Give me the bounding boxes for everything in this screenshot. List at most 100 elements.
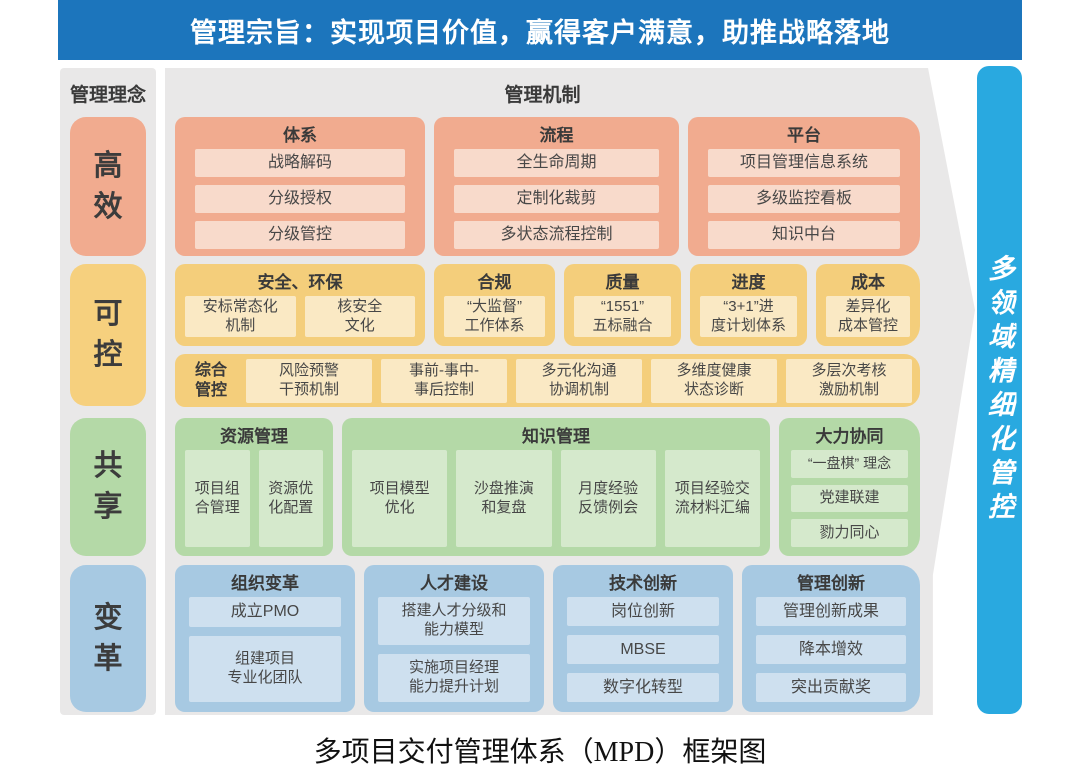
item-box: 全生命周期 — [454, 149, 659, 177]
item-box: 分级授权 — [195, 185, 405, 213]
left-concept-panel: 管理理念 高 效 可 控 共 享 变 革 — [60, 68, 156, 715]
group-title: 质量 — [605, 273, 640, 292]
group-mgmt-innovation: 管理创新 管理创新成果 降本增效 突出贡献奖 — [742, 565, 920, 712]
side-arrow-bar: 多领域精细化管控 — [977, 66, 1022, 714]
group-title: 管理创新 — [797, 574, 865, 593]
item-box: “1551” 五标融合 — [574, 296, 671, 337]
group-compliance: 合规 “大监督” 工作体系 — [434, 264, 555, 346]
group-title: 大力协同 — [815, 427, 884, 446]
item-box: 差异化 成本管控 — [826, 296, 910, 337]
item-box: 项目组 合管理 — [185, 450, 250, 547]
group-items: 管理创新成果 降本增效 突出贡献奖 — [742, 597, 920, 712]
row-change: 组织变革 成立PMO 组建项目 专业化团队 人才建设 搭建人才分级和 能力模型 … — [175, 565, 920, 712]
item-box: 党建联建 — [791, 484, 908, 513]
group-items: 全生命周期 定制化裁剪 多状态流程控制 — [434, 149, 679, 258]
item-box: 沙盘推演 和复盘 — [456, 450, 552, 547]
item-box: 岗位创新 — [567, 597, 719, 626]
item-box: MBSE — [567, 635, 719, 664]
group-title: 体系 — [283, 126, 317, 145]
item-box: 核安全 文化 — [304, 296, 415, 337]
item-box: 管理创新成果 — [756, 597, 906, 626]
item-box: 项目管理信息系统 — [708, 149, 900, 177]
group-title: 成本 — [851, 273, 885, 292]
concept-label-sharing: 共 享 — [70, 418, 146, 556]
group-safety-env: 安全、环保 安标常态化 机制 核安全 文化 — [175, 264, 425, 346]
item-box: 成立PMO — [189, 597, 341, 627]
group-org-change: 组织变革 成立PMO 组建项目 专业化团队 — [175, 565, 355, 712]
group-platform: 平台 项目管理信息系统 多级监控看板 知识中台 — [688, 117, 920, 256]
comprehensive-control-label: 综合 管控 — [194, 361, 227, 399]
group-items: 岗位创新 MBSE 数字化转型 — [553, 597, 733, 712]
group-system: 体系 战略解码 分级授权 分级管控 — [175, 117, 425, 256]
group-items: 差异化 成本管控 — [816, 296, 920, 346]
side-bar-label: 多领域精细化管控 — [984, 254, 1014, 526]
group-items: “大监督” 工作体系 — [434, 296, 555, 346]
group-items: 项目模型 优化 沙盘推演 和复盘 月度经验 反馈例会 项目经验交 流材料汇编 — [342, 450, 770, 556]
group-talent-dev: 人才建设 搭建人才分级和 能力模型 实施项目经理 能力提升计划 — [364, 565, 544, 712]
group-title: 技术创新 — [609, 574, 677, 593]
group-title: 平台 — [787, 126, 821, 145]
concept-label-controllable: 可 控 — [70, 264, 146, 406]
item-box: 定制化裁剪 — [454, 185, 659, 213]
group-items: “3+1”进 度计划体系 — [690, 296, 807, 346]
group-knowledge-mgmt: 知识管理 项目模型 优化 沙盘推演 和复盘 月度经验 反馈例会 项目经验交 流材… — [342, 418, 770, 556]
item-box: 分级管控 — [195, 221, 405, 249]
group-quality: 质量 “1551” 五标融合 — [564, 264, 681, 346]
item-box: 项目经验交 流材料汇编 — [664, 450, 760, 547]
item-box: 战略解码 — [195, 149, 405, 177]
item-box: 知识中台 — [708, 221, 900, 249]
group-title: 组织变革 — [231, 574, 299, 593]
group-tech-innovation: 技术创新 岗位创新 MBSE 数字化转型 — [553, 565, 733, 712]
group-items: 成立PMO 组建项目 专业化团队 — [175, 597, 355, 712]
item-box: 突出贡献奖 — [756, 673, 906, 702]
group-title: 流程 — [539, 126, 574, 145]
item-box: 多层次考核 激励机制 — [786, 358, 912, 403]
item-box: “大监督” 工作体系 — [444, 296, 545, 337]
group-items: 搭建人才分级和 能力模型 实施项目经理 能力提升计划 — [364, 597, 544, 712]
group-synergy: 大力协同 “一盘棋” 理念 党建联建 勠力同心 — [779, 418, 920, 556]
group-items: “1551” 五标融合 — [564, 296, 681, 346]
item-box: 多元化沟通 协调机制 — [516, 358, 642, 403]
item-box: 组建项目 专业化团队 — [189, 636, 341, 702]
group-process: 流程 全生命周期 定制化裁剪 多状态流程控制 — [434, 117, 679, 256]
group-title: 合规 — [477, 273, 512, 292]
group-cost: 成本 差异化 成本管控 — [816, 264, 920, 346]
group-items: 安标常态化 机制 核安全 文化 — [175, 296, 425, 346]
item-box: 事前-事中- 事后控制 — [381, 358, 507, 403]
group-resource-mgmt: 资源管理 项目组 合管理 资源优 化配置 — [175, 418, 333, 556]
item-box: 资源优 化配置 — [258, 450, 323, 547]
row-controllable: 安全、环保 安标常态化 机制 核安全 文化 合规 “大监督” 工作体系 质量 “… — [175, 264, 920, 346]
row-efficient: 体系 战略解码 分级授权 分级管控 流程 全生命周期 定制化裁剪 多状态流程控制… — [175, 117, 920, 256]
group-title: 进度 — [731, 273, 766, 292]
concept-label-change: 变 革 — [70, 565, 146, 712]
concept-label-efficient: 高 效 — [70, 117, 146, 256]
row-sharing: 资源管理 项目组 合管理 资源优 化配置 知识管理 项目模型 优化 沙盘推演 和… — [175, 418, 920, 556]
group-title: 安全、环保 — [257, 273, 343, 292]
group-items: “一盘棋” 理念 党建联建 勠力同心 — [779, 450, 920, 556]
item-box: 多维度健康 状态诊断 — [651, 358, 777, 403]
item-box: “3+1”进 度计划体系 — [700, 296, 797, 337]
group-title: 人才建设 — [420, 574, 488, 593]
item-box: 项目模型 优化 — [352, 450, 448, 547]
item-box: 安标常态化 机制 — [185, 296, 296, 337]
group-schedule: 进度 “3+1”进 度计划体系 — [690, 264, 807, 346]
group-items: 战略解码 分级授权 分级管控 — [175, 149, 425, 258]
item-box: “一盘棋” 理念 — [791, 450, 908, 478]
item-box: 实施项目经理 能力提升计划 — [378, 654, 530, 702]
item-box: 多级监控看板 — [708, 185, 900, 213]
item-box: 数字化转型 — [567, 673, 719, 702]
main-mechanism-panel: 管理机制 体系 战略解码 分级授权 分级管控 流程 全生命周期 定制化裁剪 多状… — [165, 68, 975, 715]
item-box: 月度经验 反馈例会 — [560, 450, 656, 547]
banner: 管理宗旨：实现项目价值，赢得客户满意，助推战略落地 — [58, 0, 1022, 60]
row-comprehensive-control: 综合 管控 风险预警 干预机制 事前-事中- 事后控制 多元化沟通 协调机制 多… — [175, 354, 920, 407]
main-panel-header: 管理机制 — [504, 85, 581, 106]
group-title: 资源管理 — [220, 427, 288, 446]
diagram-caption: 多项目交付管理体系（MPD）框架图 — [313, 737, 767, 768]
item-box: 多状态流程控制 — [454, 221, 659, 249]
comprehensive-control-panel: 综合 管控 风险预警 干预机制 事前-事中- 事后控制 多元化沟通 协调机制 多… — [175, 354, 920, 407]
group-title: 知识管理 — [522, 427, 590, 446]
item-box: 搭建人才分级和 能力模型 — [378, 597, 530, 645]
item-box: 勠力同心 — [791, 519, 908, 548]
item-box: 风险预警 干预机制 — [246, 358, 372, 403]
